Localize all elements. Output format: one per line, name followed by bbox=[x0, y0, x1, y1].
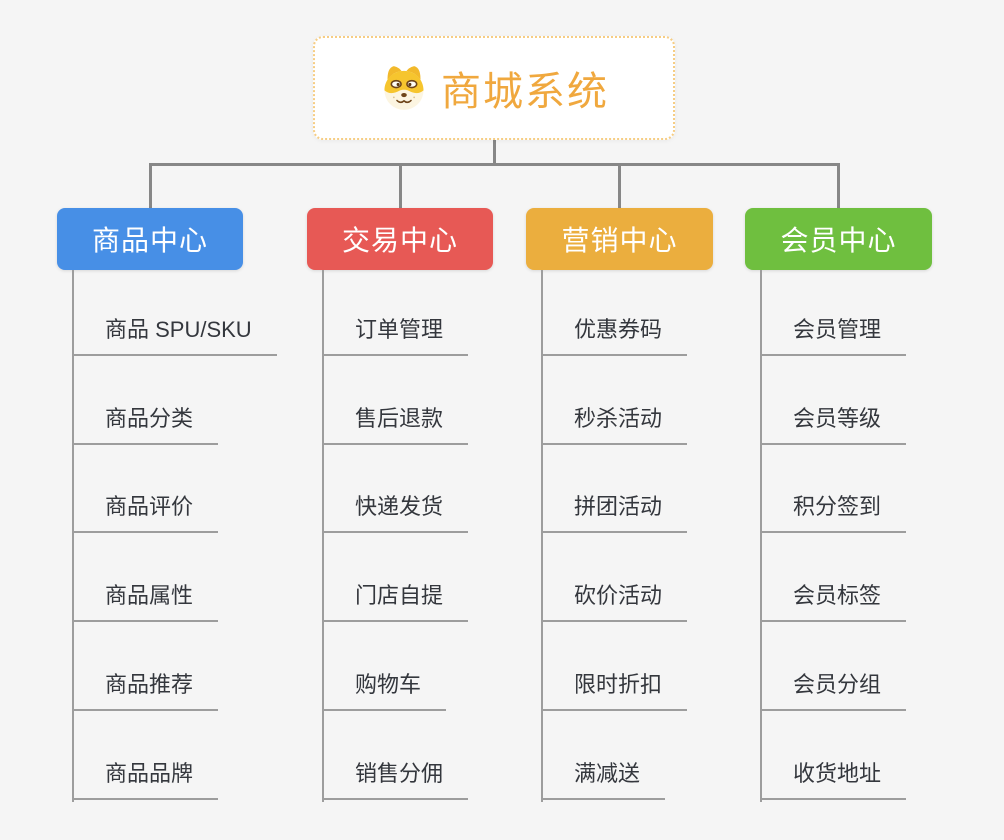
leaf-node[interactable]: 商品属性 bbox=[72, 580, 219, 622]
leaf-node[interactable]: 购物车 bbox=[322, 669, 447, 711]
leaf-node[interactable]: 收货地址 bbox=[760, 758, 907, 800]
leaf-node[interactable]: 会员标签 bbox=[760, 580, 907, 622]
leaf-node[interactable]: 门店自提 bbox=[322, 580, 469, 622]
connector-stub-4 bbox=[837, 163, 840, 208]
leaf-node[interactable]: 销售分佣 bbox=[322, 758, 469, 800]
leaf-node[interactable]: 快递发货 bbox=[322, 491, 469, 533]
leaf-node[interactable]: 商品评价 bbox=[72, 491, 219, 533]
branch-label: 会员中心 bbox=[780, 225, 897, 256]
leaf-node[interactable]: 拼团活动 bbox=[541, 491, 688, 533]
connector-root-stem bbox=[493, 140, 496, 166]
leaf-node[interactable]: 会员分组 bbox=[760, 669, 907, 711]
branch-node-trade-center[interactable]: 交易中心 bbox=[307, 208, 493, 270]
root-node[interactable]: 商城系统 bbox=[313, 36, 675, 140]
leaf-node[interactable]: 限时折扣 bbox=[541, 669, 688, 711]
branch-trunk-1 bbox=[72, 270, 74, 802]
leaf-node[interactable]: 售后退款 bbox=[322, 403, 469, 445]
leaf-node[interactable]: 优惠券码 bbox=[541, 314, 688, 356]
leaf-node[interactable]: 秒杀活动 bbox=[541, 403, 688, 445]
branch-label: 营销中心 bbox=[561, 225, 678, 256]
connector-stub-3 bbox=[618, 163, 621, 208]
leaf-node[interactable]: 商品推荐 bbox=[72, 669, 219, 711]
branch-trunk-3 bbox=[541, 270, 543, 802]
leaf-node[interactable]: 会员管理 bbox=[760, 314, 907, 356]
leaf-node[interactable]: 会员等级 bbox=[760, 403, 907, 445]
leaf-node[interactable]: 商品 SPU/SKU bbox=[72, 314, 277, 356]
leaf-node[interactable]: 积分签到 bbox=[760, 491, 907, 533]
root-title: 商城系统 bbox=[441, 70, 609, 114]
connector-stub-2 bbox=[399, 163, 402, 208]
branch-label: 交易中心 bbox=[341, 225, 458, 256]
leaf-node[interactable]: 订单管理 bbox=[322, 314, 469, 356]
doge-icon bbox=[384, 66, 424, 110]
branch-node-product-center[interactable]: 商品中心 bbox=[57, 208, 243, 270]
branch-trunk-4 bbox=[760, 270, 762, 802]
branch-label: 商品中心 bbox=[91, 225, 208, 256]
connector-bus bbox=[149, 163, 839, 166]
branch-node-marketing-center[interactable]: 营销中心 bbox=[526, 208, 713, 270]
leaf-node[interactable]: 商品品牌 bbox=[72, 758, 219, 800]
branch-trunk-2 bbox=[322, 270, 324, 802]
leaf-node[interactable]: 商品分类 bbox=[72, 403, 219, 445]
branch-node-member-center[interactable]: 会员中心 bbox=[745, 208, 932, 270]
leaf-node[interactable]: 满减送 bbox=[541, 758, 666, 800]
leaf-node[interactable]: 砍价活动 bbox=[541, 580, 688, 622]
connector-stub-1 bbox=[149, 163, 152, 208]
